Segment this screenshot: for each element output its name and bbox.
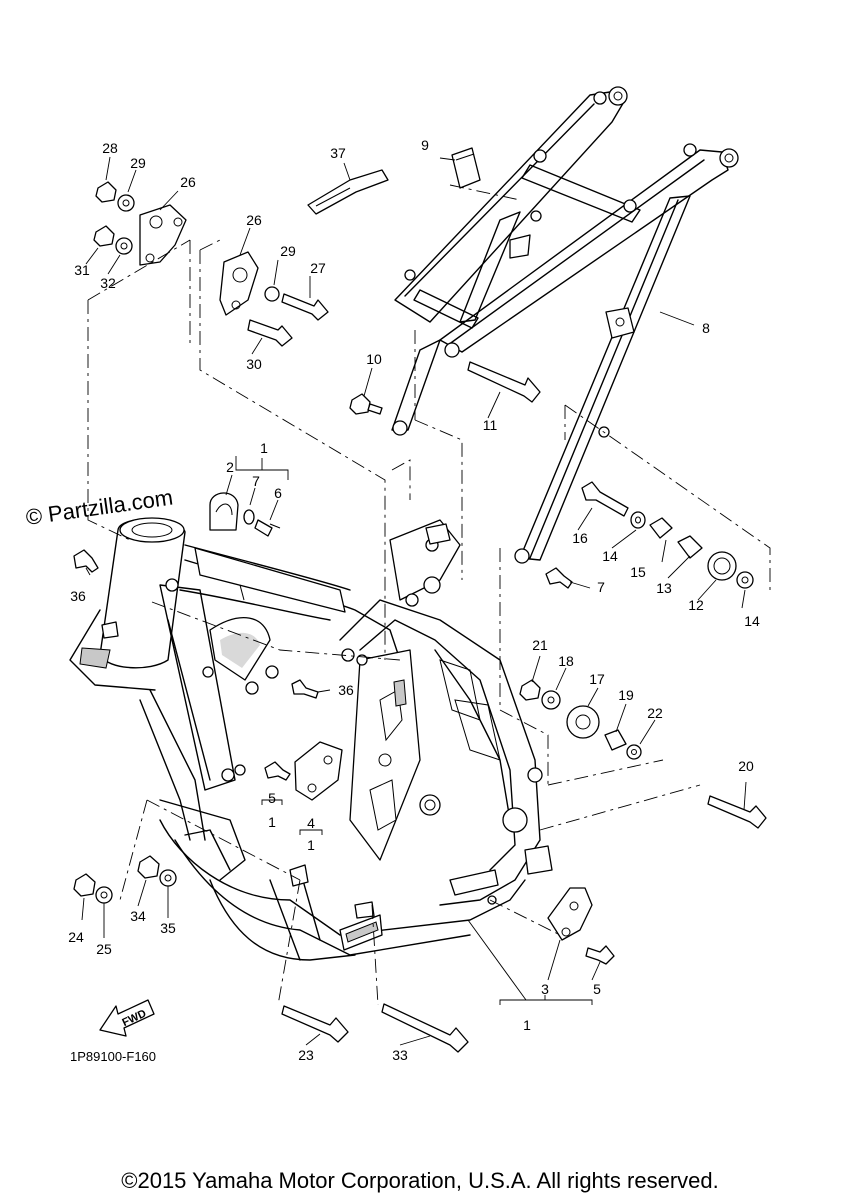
callout: 24 <box>68 929 84 945</box>
callout: 6 <box>274 485 282 501</box>
shock-mount-parts <box>545 481 754 589</box>
bolts-36 <box>73 549 319 781</box>
callout: 15 <box>630 564 646 580</box>
callout: 2 <box>226 459 234 475</box>
clamp-group <box>209 492 281 537</box>
callout: 36 <box>70 588 86 604</box>
callout: 3 <box>541 981 549 997</box>
engine-bracket-parts <box>93 181 329 347</box>
callout: 31 <box>74 262 90 278</box>
callout: 32 <box>100 275 116 291</box>
strap-37 <box>307 169 389 215</box>
callout: 1 <box>307 837 315 853</box>
callout: 11 <box>483 417 498 433</box>
callout: 14 <box>602 548 618 564</box>
callout: 13 <box>656 580 672 596</box>
callout: 8 <box>702 320 710 336</box>
callout: 29 <box>280 243 296 259</box>
lower-bracket-3 <box>547 887 615 965</box>
copyright-footer: ©2015 Yamaha Motor Corporation, U.S.A. A… <box>121 1168 718 1193</box>
diagram-code: 1P89100-F160 <box>70 1049 156 1064</box>
frame-pad-9 <box>451 147 481 189</box>
callout: 30 <box>246 356 262 372</box>
callout: 36 <box>338 682 354 698</box>
fwd-arrow-icon: FWD <box>99 999 155 1037</box>
pivot-bolt-20 <box>707 795 767 829</box>
callout: 27 <box>310 260 326 276</box>
callout: 34 <box>130 908 146 924</box>
callout: 1 <box>268 814 276 830</box>
callout: 23 <box>298 1047 314 1063</box>
callout: 7 <box>252 473 260 489</box>
long-bolts <box>281 1003 469 1053</box>
callout-numbers: 1 2 7 6 28 29 26 31 32 26 29 27 30 37 9 … <box>68 137 760 1063</box>
rear-subframe <box>391 86 739 564</box>
callout: 17 <box>589 671 605 687</box>
callout: 20 <box>738 758 754 774</box>
callout: 19 <box>618 687 634 703</box>
assembly-lines <box>87 184 771 1006</box>
callout: 26 <box>246 212 262 228</box>
callout: 26 <box>180 174 196 190</box>
callout: 1 <box>260 440 268 456</box>
callout: 7 <box>597 579 605 595</box>
callout: 12 <box>688 597 704 613</box>
callout: 33 <box>392 1047 408 1063</box>
callout: 16 <box>572 530 588 546</box>
callout: 14 <box>744 613 760 629</box>
main-frame <box>69 517 553 961</box>
pivot-mount-parts <box>519 679 642 760</box>
callout: 25 <box>96 941 112 957</box>
callout: 5 <box>268 790 276 806</box>
callout: 5 <box>593 981 601 997</box>
leader-lines <box>81 156 747 1046</box>
callout: 9 <box>421 137 429 153</box>
nuts-washers <box>73 855 177 904</box>
callout: 28 <box>102 140 118 156</box>
callout: 4 <box>307 815 315 831</box>
callout: 21 <box>532 637 548 653</box>
callout: 22 <box>647 705 663 721</box>
callout: 37 <box>330 145 346 161</box>
callout: 18 <box>558 653 574 669</box>
callout: 35 <box>160 920 176 936</box>
callout: 29 <box>130 155 146 171</box>
callout: 10 <box>366 351 382 367</box>
subframe-bolts <box>349 361 541 415</box>
callout: 1 <box>523 1017 531 1033</box>
